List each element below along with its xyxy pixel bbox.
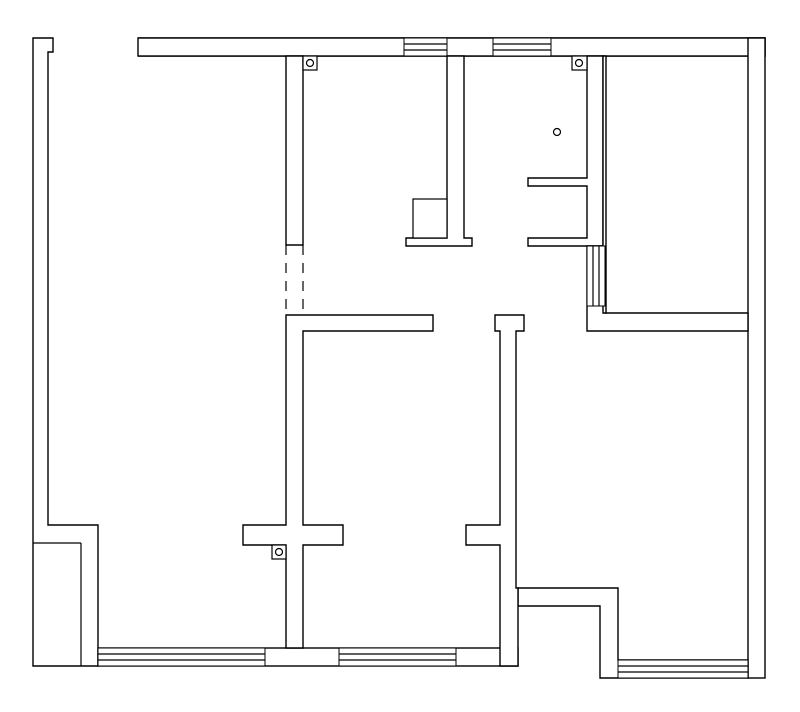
window-top-right (492, 37, 552, 57)
dashed-opening (285, 245, 304, 315)
interior-wall-left-column (242, 55, 434, 649)
pipe-marker-icon (302, 55, 318, 71)
counter-block (412, 198, 448, 239)
top-exterior-wall (137, 37, 766, 57)
window-bottom-middle (338, 647, 457, 667)
pipe-marker-icon (571, 55, 588, 71)
left-exterior-wall (32, 37, 99, 667)
pipe-marker-icon (271, 544, 287, 560)
window-bottom-left (97, 647, 266, 667)
interior-wall-middle-bedroom (465, 314, 525, 667)
window-top-left (403, 37, 448, 57)
interior-wall-kitchen (405, 55, 473, 247)
window-vertical-balcony (586, 245, 606, 307)
interior-wall-right-bedroom (586, 55, 749, 332)
floor-drain-icon (552, 127, 562, 137)
right-exterior-wall (747, 37, 766, 679)
window-bottom-right (617, 659, 749, 679)
interior-wall-bathroom (527, 55, 604, 247)
